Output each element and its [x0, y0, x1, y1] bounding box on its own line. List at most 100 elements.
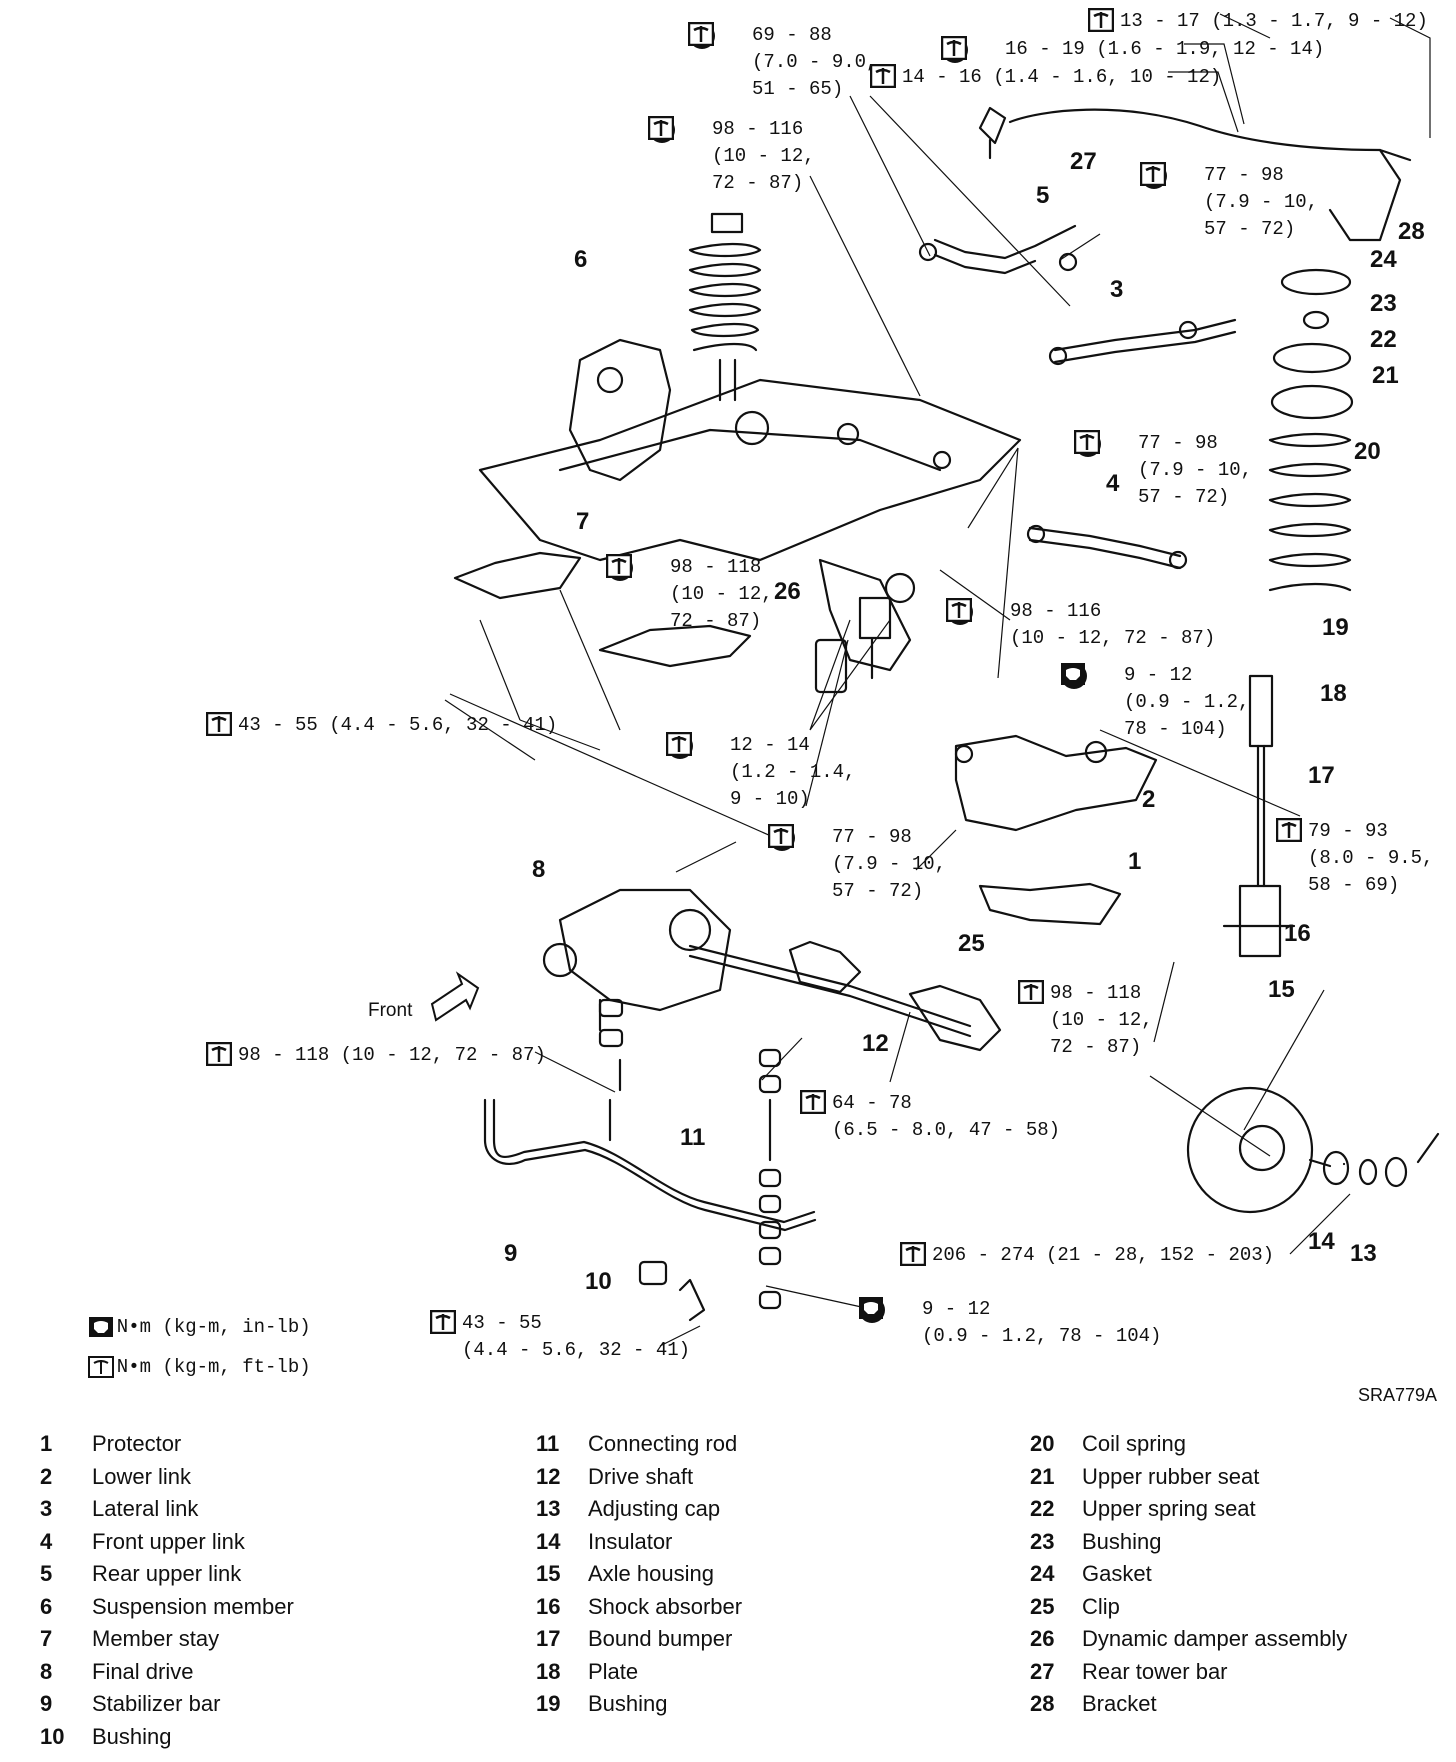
torque-value: 9 - 12 (0.9 - 1.2, 78 - 104) — [1124, 664, 1250, 740]
part-number: 25 — [1030, 1593, 1055, 1619]
part-name: Suspension member — [92, 1593, 294, 1619]
parts-list-item: 5 Rear upper link — [40, 1558, 540, 1591]
callout-12: 12 — [862, 1030, 889, 1057]
part-name: Upper rubber seat — [1082, 1463, 1260, 1489]
parts-list-item: 11 Connecting rod — [536, 1428, 1036, 1461]
callout-19: 19 — [1322, 614, 1349, 641]
part-number: 7 — [40, 1626, 53, 1652]
part-number: 23 — [1030, 1528, 1055, 1554]
part-name: Bushing — [588, 1691, 668, 1717]
part-name: Axle housing — [588, 1561, 714, 1587]
parts-column-1: 1 Protector 2 Lower link 3 Lateral link 4 Front… — [40, 1428, 540, 1753]
parts-column-2: 11 Connecting rod 12 Drive shaft 13 Adjusting… — [536, 1428, 1036, 1721]
callout-28: 28 — [1398, 218, 1425, 245]
torque-value: 98 - 118 (10 - 12, 72 - 87) — [670, 556, 773, 632]
callout-24: 24 — [1370, 246, 1397, 273]
torque-value: 77 - 98 (7.9 - 10, 57 - 72) — [1204, 164, 1319, 240]
suspension-exploded-diagram: 69 - 88 (7.0 - 9.0, 51 - 65)16 - 19 (1.6… — [88, 8, 1440, 1405]
torque-value: 13 - 17 (1.3 - 1.7, 9 - 12) — [1120, 10, 1428, 32]
part-number: 24 — [1030, 1561, 1055, 1587]
part-number: 22 — [1030, 1496, 1055, 1522]
part-name: Bracket — [1082, 1691, 1157, 1717]
part-name: Rear tower bar — [1082, 1658, 1228, 1684]
parts-list-item: 9 Stabilizer bar — [40, 1688, 540, 1721]
part-number: 6 — [40, 1593, 53, 1619]
callout-27: 27 — [1070, 148, 1097, 175]
part-number: 3 — [40, 1496, 53, 1522]
part-name: Rear upper link — [92, 1561, 242, 1587]
part-name: Stabilizer bar — [92, 1691, 221, 1717]
parts-list-item: 8 Final drive — [40, 1656, 540, 1689]
part-name: Adjusting cap — [588, 1496, 721, 1522]
torque-value: 43 - 55 (4.4 - 5.6, 32 - 41) — [238, 714, 558, 736]
parts-list-item: 28 Bracket — [1030, 1688, 1450, 1721]
callout-25: 25 — [958, 930, 985, 957]
part-name: Shock absorber — [588, 1593, 743, 1619]
callout-10: 10 — [585, 1268, 612, 1295]
diagram-artwork — [430, 13, 1440, 1347]
callout-6: 6 — [574, 246, 588, 273]
torque-value: 14 - 16 (1.4 - 1.6, 10 - 12) — [902, 66, 1222, 88]
part-name: Bushing — [92, 1723, 172, 1749]
parts-list-item: 23 Bushing — [1030, 1526, 1450, 1559]
part-number: 9 — [40, 1691, 53, 1717]
part-name: Connecting rod — [588, 1431, 738, 1457]
torque-value: 98 - 116 (10 - 12, 72 - 87) — [1010, 600, 1216, 649]
torque-value: 77 - 98 (7.9 - 10, 57 - 72) — [832, 826, 947, 902]
callout-13: 13 — [1350, 1240, 1377, 1267]
part-number: 4 — [40, 1528, 53, 1554]
callout-20: 20 — [1354, 438, 1381, 465]
torque-value: 64 - 78 (6.5 - 8.0, 47 - 58) — [832, 1092, 1061, 1141]
part-name: Bound bumper — [588, 1626, 733, 1652]
parts-list-item: 13 Adjusting cap — [536, 1493, 1036, 1526]
part-name: Insulator — [588, 1528, 673, 1554]
torque-value: 16 - 19 (1.6 - 1.9, 12 - 14) — [1005, 38, 1325, 60]
part-number: 5 — [40, 1561, 53, 1587]
part-number: 26 — [1030, 1626, 1055, 1652]
part-number: 14 — [536, 1528, 561, 1554]
part-number: 2 — [40, 1463, 53, 1489]
parts-list-item: 14 Insulator — [536, 1526, 1036, 1559]
callout-17: 17 — [1308, 762, 1335, 789]
parts-list-item: 19 Bushing — [536, 1688, 1036, 1721]
part-number: 19 — [536, 1691, 561, 1717]
callout-18: 18 — [1320, 680, 1347, 707]
part-name: Drive shaft — [588, 1463, 694, 1489]
callout-9: 9 — [504, 1240, 518, 1267]
legend-ftlb-text: : N•m (kg-m, ft-lb) — [94, 1356, 311, 1378]
part-name: Plate — [588, 1658, 639, 1684]
parts-list-item: 6 Suspension member — [40, 1591, 540, 1624]
part-name: Bushing — [1082, 1528, 1162, 1554]
torque-value: 206 - 274 (21 - 28, 152 - 203) — [932, 1244, 1275, 1266]
part-name: Final drive — [92, 1658, 194, 1684]
callout-4: 4 — [1106, 470, 1120, 497]
part-name: Gasket — [1082, 1561, 1152, 1587]
legend-inlb: : N•m (kg-m, in-lb) — [88, 1316, 311, 1338]
part-name: Front upper link — [92, 1528, 245, 1554]
part-number: 1 — [40, 1431, 53, 1457]
parts-list-item: 12 Drive shaft — [536, 1461, 1036, 1494]
part-number: 11 — [536, 1431, 560, 1457]
torque-value: 43 - 55 (4.4 - 5.6, 32 - 41) — [462, 1312, 691, 1361]
part-number: 28 — [1030, 1691, 1055, 1717]
part-name: Lateral link — [92, 1496, 199, 1522]
part-name: Protector — [92, 1431, 182, 1457]
part-number: 13 — [536, 1496, 561, 1522]
part-number: 16 — [536, 1593, 561, 1619]
front-coil-spring — [688, 212, 762, 402]
part-number: 12 — [536, 1463, 561, 1489]
callout-26: 26 — [774, 578, 801, 605]
torque-value: 98 - 118 (10 - 12, 72 - 87) — [238, 1044, 546, 1066]
part-name: Upper spring seat — [1082, 1496, 1256, 1522]
part-name: Lower link — [92, 1463, 192, 1489]
part-number: 8 — [40, 1658, 53, 1684]
parts-list-item: 3 Lateral link — [40, 1493, 540, 1526]
parts-list-item: 2 Lower link — [40, 1461, 540, 1494]
